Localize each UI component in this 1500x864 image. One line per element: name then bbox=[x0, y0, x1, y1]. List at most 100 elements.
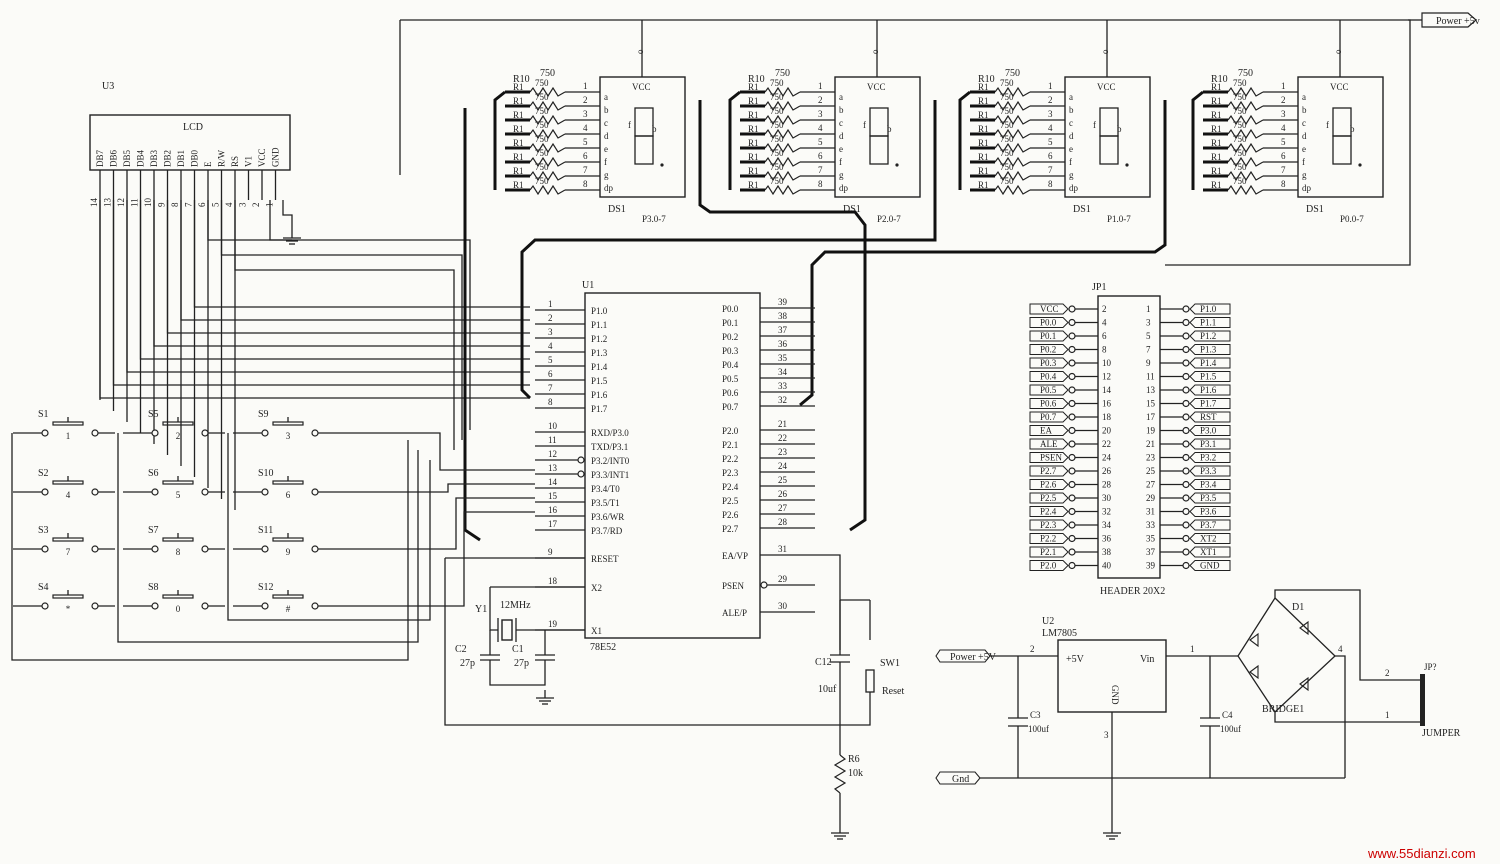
segment-letter-c: c bbox=[604, 118, 608, 128]
header-net-p3-6: P3.6 bbox=[1200, 507, 1217, 517]
header-pin-number: 5 bbox=[1146, 331, 1151, 341]
lcd-pin-db7: DB7 bbox=[95, 149, 105, 167]
segment-letter-a: a bbox=[1069, 92, 1073, 102]
mcu-pin-number: 35 bbox=[778, 353, 788, 363]
mcu-pin-p3-7-rd: P3.7/RD bbox=[591, 526, 623, 536]
pin-bubble bbox=[1068, 561, 1076, 570]
header-net-flag-left bbox=[1029, 533, 1069, 544]
resistor-zigzag bbox=[1227, 128, 1264, 140]
header-pin-number: 12 bbox=[1102, 372, 1111, 382]
cap-c3-value: 100uf bbox=[1028, 724, 1049, 734]
pin-bubble bbox=[311, 545, 319, 553]
header-net-flag-left bbox=[1029, 465, 1069, 477]
segment-pin-number: 6 bbox=[818, 151, 823, 161]
pin-bubble bbox=[1068, 534, 1076, 543]
keypad-key-label: * bbox=[66, 604, 71, 614]
resistor-ref: R1 bbox=[1211, 138, 1222, 148]
keypad-switch-s2: S2 bbox=[38, 468, 49, 479]
keypad-key-label: 6 bbox=[286, 490, 291, 500]
lcd-pin-number: 5 bbox=[211, 202, 221, 207]
bus-wire bbox=[493, 90, 506, 190]
display-port-label: P0.0-7 bbox=[1340, 214, 1364, 224]
header-pin-number: 16 bbox=[1102, 399, 1112, 409]
keypad-switch-s12: S12 bbox=[258, 582, 274, 593]
header-net-flag-left bbox=[1029, 479, 1069, 490]
bridge-ref: D1 bbox=[1292, 602, 1304, 613]
header-pin-number: 17 bbox=[1146, 412, 1156, 422]
resistor-value: 750 bbox=[1233, 134, 1247, 144]
resistor-ref: R1 bbox=[978, 96, 989, 106]
jumper-wire-2 bbox=[1274, 589, 1420, 681]
wire bbox=[112, 200, 530, 386]
mcu-pin-number: 15 bbox=[548, 491, 558, 501]
resistor-ref: R1 bbox=[513, 180, 524, 190]
lcd-pin-number: 9 bbox=[157, 202, 167, 207]
mcu-pin-number: 24 bbox=[778, 461, 788, 471]
jumper-pin-2: 2 bbox=[1385, 668, 1390, 678]
resistor-value: 750 bbox=[1233, 148, 1247, 158]
diode-symbol bbox=[1249, 664, 1259, 680]
header-net-ale: ALE bbox=[1040, 439, 1058, 449]
mcu-pin-p2-3: P2.3 bbox=[722, 468, 739, 478]
bus-p1 bbox=[520, 100, 937, 400]
power-top-label: Power +5v bbox=[1436, 16, 1480, 27]
reset-switch-ref: SW1 bbox=[880, 658, 900, 669]
header-net-p0-4: P0.4 bbox=[1040, 372, 1057, 382]
header-pin-number: 8 bbox=[1102, 345, 1107, 355]
digit-segment-lower bbox=[634, 135, 654, 165]
header-net-flag-left bbox=[1029, 560, 1069, 571]
resistor-ref: R1 bbox=[748, 180, 759, 190]
switch-actuator bbox=[52, 537, 84, 542]
header-pin-number: 39 bbox=[1146, 561, 1156, 571]
resistor-value: 750 bbox=[1233, 92, 1247, 102]
mcu-pin-p0-7: P0.7 bbox=[722, 402, 739, 412]
resistor-zigzag bbox=[529, 156, 566, 168]
header-net-p3-2: P3.2 bbox=[1200, 453, 1216, 463]
mcu-pin-number: 17 bbox=[548, 519, 558, 529]
keypad-col-2 bbox=[117, 433, 419, 643]
pin-bubble bbox=[1068, 345, 1076, 354]
header-net-flag-left bbox=[1029, 519, 1069, 531]
segment-pin-number: 7 bbox=[1048, 165, 1053, 175]
resistor-ref: R1 bbox=[513, 152, 524, 162]
header-pin-number: 3 bbox=[1146, 318, 1151, 328]
header-net-p3-3: P3.3 bbox=[1200, 466, 1217, 476]
lcd-pin-db5: DB5 bbox=[122, 149, 132, 167]
header-pin-number: 15 bbox=[1146, 399, 1156, 409]
mcu-pin-number: 25 bbox=[778, 475, 788, 485]
header-net-p0-7: P0.7 bbox=[1040, 412, 1057, 422]
segment-letter-b: b bbox=[1302, 105, 1307, 115]
pin-bubble bbox=[577, 470, 585, 478]
resistor-value: 750 bbox=[770, 148, 784, 158]
segment-pin-number: 1 bbox=[1281, 81, 1286, 91]
resistor-ref: R1 bbox=[748, 110, 759, 120]
resistor-ref: R1 bbox=[978, 152, 989, 162]
wire bbox=[166, 200, 530, 334]
seg-f: f bbox=[628, 120, 631, 130]
resistor-ref: R1 bbox=[978, 166, 989, 176]
pin-bubble bbox=[151, 429, 159, 437]
resistor-value: 750 bbox=[770, 106, 784, 116]
mcu-pin-txd-p3-1: TXD/P3.1 bbox=[591, 442, 628, 452]
header-pin-number: 25 bbox=[1146, 466, 1156, 476]
segment-letter-f: f bbox=[1069, 157, 1072, 167]
lcd-pin-number: 7 bbox=[184, 202, 194, 207]
resistor-ref: R1 bbox=[978, 82, 989, 92]
header-pin-number: 7 bbox=[1146, 345, 1151, 355]
header-pin-number: 19 bbox=[1146, 426, 1156, 436]
resistor-network-value: 750 bbox=[540, 68, 555, 79]
pin-bubble bbox=[1182, 480, 1190, 489]
resistor-value: 750 bbox=[1233, 120, 1247, 130]
header-pin-number: 14 bbox=[1102, 385, 1112, 395]
pin-bubble bbox=[577, 456, 585, 464]
display-vcc-pin: o bbox=[870, 49, 880, 54]
header-net-flag-right bbox=[1189, 452, 1231, 463]
segment-pin-number: 7 bbox=[1281, 165, 1286, 175]
segment-pin-number: 2 bbox=[818, 95, 823, 105]
header-pin-number: 10 bbox=[1102, 358, 1112, 368]
switch-actuator bbox=[162, 594, 194, 599]
segment-letter-d: d bbox=[839, 131, 844, 141]
resistor-value: 750 bbox=[1233, 162, 1247, 172]
resistor-value: 750 bbox=[1233, 106, 1247, 116]
header-net-flag-right bbox=[1189, 330, 1231, 342]
